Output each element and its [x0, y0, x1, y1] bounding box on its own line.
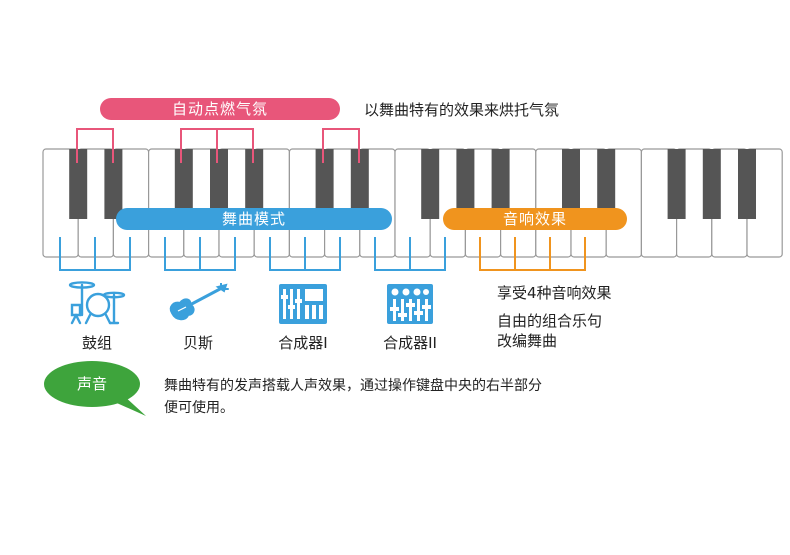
- black-key: [597, 149, 616, 219]
- voice-description-line-1: 舞曲特有的发声搭载人声效果，通过操作键盘中央的右半部分: [164, 378, 542, 394]
- black-key: [315, 149, 334, 219]
- black-key: [667, 149, 686, 219]
- black-key: [738, 149, 756, 219]
- synth-2-label: 合成器II: [383, 334, 437, 352]
- drum-kit-icon: [68, 281, 126, 325]
- auto-atmosphere-pill: 自动点燃气氛: [100, 98, 340, 120]
- synth-1-icon: [279, 284, 327, 324]
- synth-1-label: 合成器I: [278, 334, 328, 352]
- drums-label: 鼓组: [81, 334, 112, 352]
- sound-effect-line-3: 改编舞曲: [497, 332, 558, 350]
- voice-speech-bubble: [44, 361, 146, 416]
- auto-atmosphere-description: 以舞曲特有的效果来烘托气氛: [364, 101, 560, 119]
- black-key: [174, 149, 193, 219]
- voice-bubble-label: 声音: [76, 375, 107, 393]
- black-key: [421, 149, 440, 219]
- top-bracket-lines: [76, 128, 360, 163]
- bass-guitar-icon: [169, 283, 229, 321]
- black-key: [104, 149, 123, 219]
- sound-effect-line-1: 享受4种音响效果: [497, 284, 612, 302]
- black-key: [350, 149, 369, 219]
- black-key: [210, 149, 228, 219]
- black-key: [456, 149, 475, 219]
- black-key: [69, 149, 88, 219]
- black-key: [562, 149, 580, 219]
- black-key: [245, 149, 264, 219]
- synth-2-icon: [387, 284, 433, 324]
- black-key: [702, 149, 721, 219]
- sound-effect-line-2: 自由的组合乐句: [497, 312, 603, 330]
- bass-label: 贝斯: [182, 334, 213, 352]
- sound-effect-pill: 音响效果: [443, 208, 627, 230]
- dance-mode-bracket-lines: [59, 237, 446, 271]
- black-key: [491, 149, 510, 219]
- black-keys: [69, 149, 756, 219]
- dance-mode-pill: 舞曲模式: [116, 208, 392, 230]
- sound-effect-bracket-lines: [479, 237, 586, 271]
- voice-description-line-2: 便可使用。: [164, 400, 234, 416]
